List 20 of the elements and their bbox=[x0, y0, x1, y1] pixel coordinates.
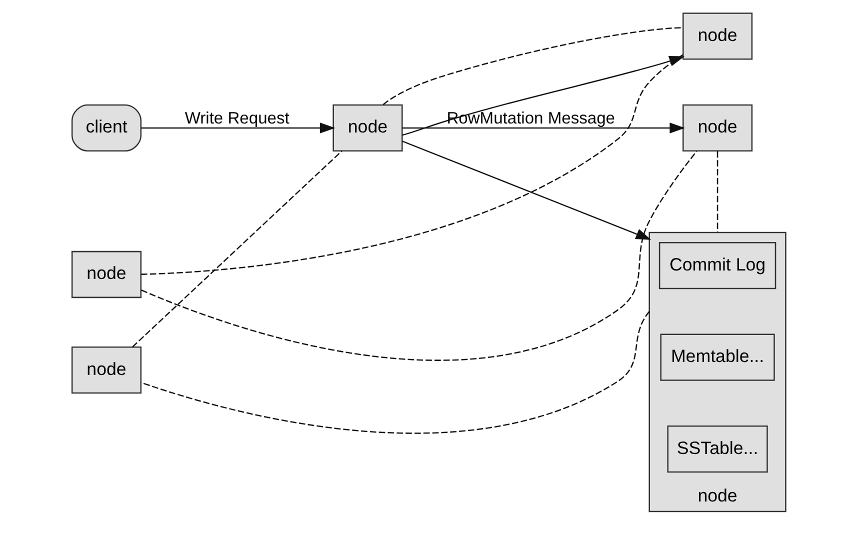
node-box: node bbox=[682, 104, 752, 152]
node-box: client bbox=[70, 104, 142, 152]
connector bbox=[132, 150, 342, 348]
node-box: Commit Log bbox=[658, 242, 776, 290]
node-box: node bbox=[682, 12, 752, 60]
edge-label: Write Request bbox=[184, 108, 289, 128]
connector bbox=[140, 54, 683, 275]
edge-label: RowMutation Message bbox=[446, 108, 615, 128]
connector bbox=[382, 27, 682, 106]
node-box: node bbox=[332, 104, 402, 152]
arrow bbox=[402, 122, 684, 134]
node-box: SSTable... bbox=[666, 426, 768, 473]
connector bbox=[716, 151, 718, 232]
arrow bbox=[140, 122, 335, 134]
connector bbox=[140, 311, 650, 434]
arrow bbox=[402, 140, 651, 240]
node-box: node bbox=[70, 346, 142, 394]
node-box: Memtable... bbox=[660, 334, 774, 381]
connector bbox=[140, 150, 697, 361]
node-box: node bbox=[70, 250, 142, 298]
